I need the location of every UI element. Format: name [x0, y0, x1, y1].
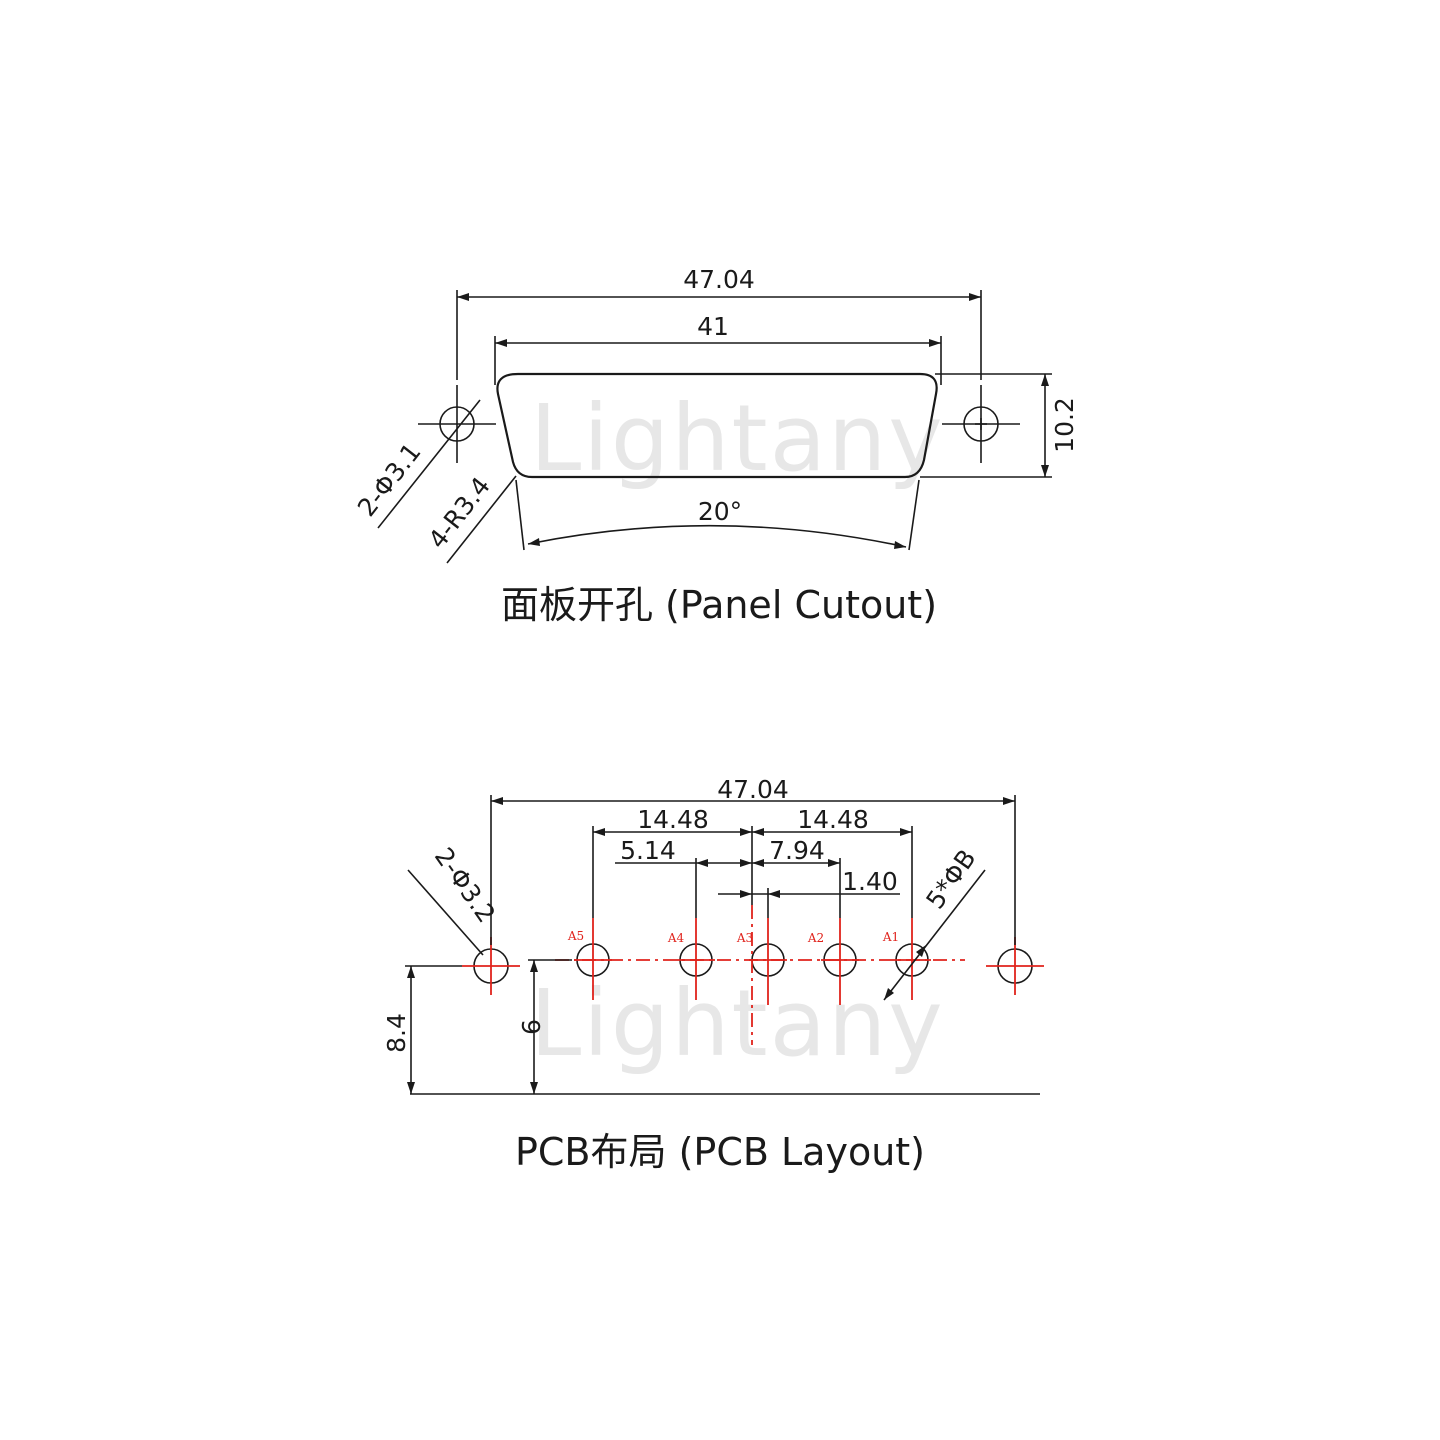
pcb-pin-hole-leader: [883, 869, 986, 1001]
panel-angle-label: 20°: [698, 497, 742, 526]
pcb-height-right-label: 9: [516, 1019, 545, 1035]
pcb-mount-hole-leader: [407, 869, 484, 956]
pcb-height-left-label: 8.4: [382, 1013, 411, 1053]
pcb-right-inner-label: 7.94: [769, 836, 825, 865]
panel-radius-label: 4-R3.4: [423, 472, 496, 555]
watermark-top: Lightany: [530, 385, 945, 492]
panel-cutout-title: 面板开孔 (Panel Cutout): [501, 583, 937, 627]
panel-overall-width-label: 47.04: [683, 265, 755, 294]
pcb-overall-width-label: 47.04: [717, 775, 789, 804]
panel-cutout-outline: [496, 372, 938, 479]
pcb-pin-hole-label: 5*ΦB: [920, 844, 981, 914]
pcb-pin-a3: A3: [736, 905, 787, 1045]
pcb-pin-a4: A4: [667, 918, 715, 1000]
panel-hole-leader: [377, 399, 481, 529]
pcb-pin-label: A4: [667, 931, 685, 945]
pcb-layout-title: PCB布局 (PCB Layout): [515, 1130, 925, 1174]
pcb-left-inner-label: 5.14: [620, 836, 676, 865]
pcb-pin-label: A3: [736, 931, 753, 945]
panel-height-label: 10.2: [1050, 397, 1079, 453]
pcb-pin-a1: A1: [882, 918, 931, 1000]
pcb-pin-label: A1: [882, 930, 899, 944]
panel-angle-arc: [527, 524, 907, 548]
pcb-pin-label: A2: [807, 931, 824, 945]
pcb-left-outer-label: 14.48: [637, 805, 709, 834]
pcb-pin-a2: A2: [807, 918, 859, 1005]
panel-radius-leader: [446, 475, 517, 564]
pcb-right-outer-label: 14.48: [797, 805, 869, 834]
panel-cutout-width-label: 41: [697, 312, 729, 341]
pcb-offset-label: 1.40: [842, 867, 898, 896]
pcb-pin-label: A5: [567, 929, 584, 943]
watermark-bottom: Lightany: [530, 970, 945, 1077]
pcb-pin-a5: A5: [567, 918, 612, 1000]
